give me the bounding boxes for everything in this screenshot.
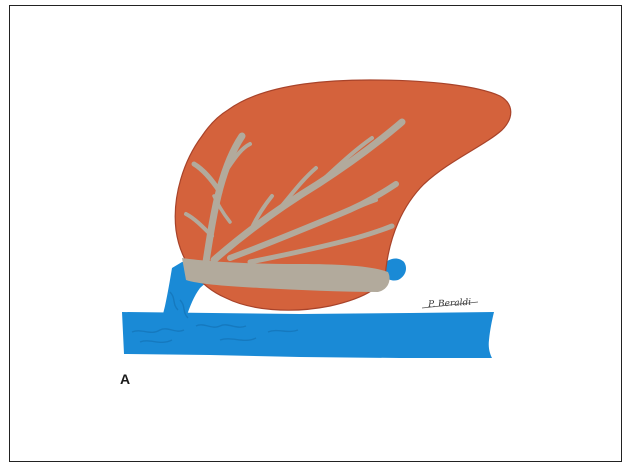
artist-signature: P. Beraldi <box>422 298 478 310</box>
main-vein <box>122 312 494 358</box>
signature-text: P. Beraldi <box>427 298 472 310</box>
panel-label: A <box>120 371 130 387</box>
